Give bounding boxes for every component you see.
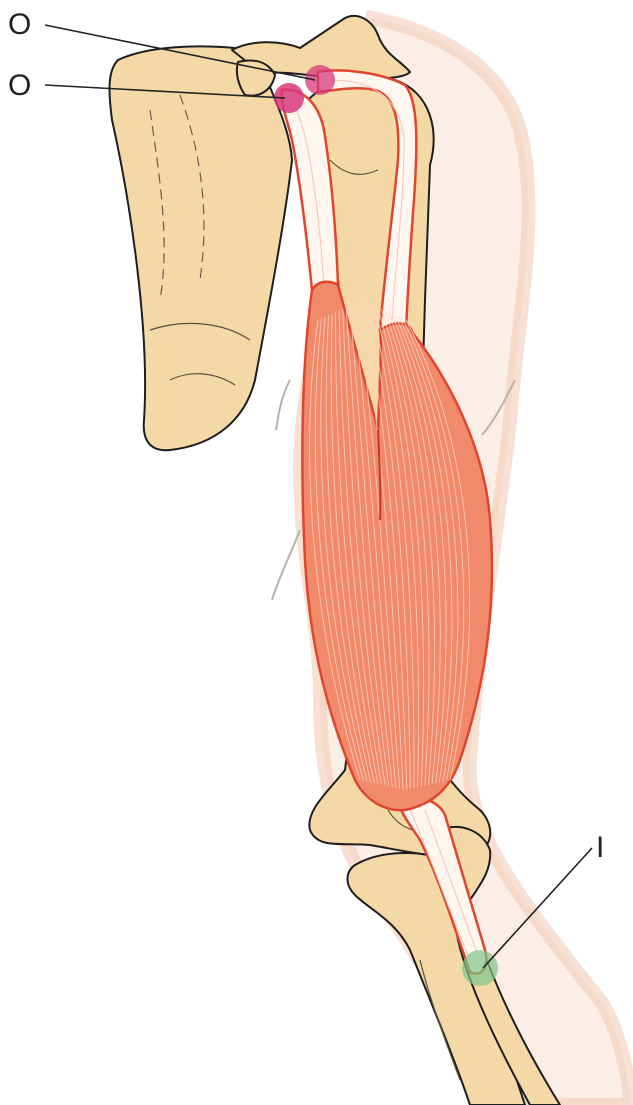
insertion-marker [462, 950, 498, 986]
origin-upper-label: O [8, 8, 31, 41]
origin-marker-upper [305, 65, 335, 95]
insertion-label: I [596, 831, 604, 864]
origin-lower-label: O [8, 69, 31, 102]
